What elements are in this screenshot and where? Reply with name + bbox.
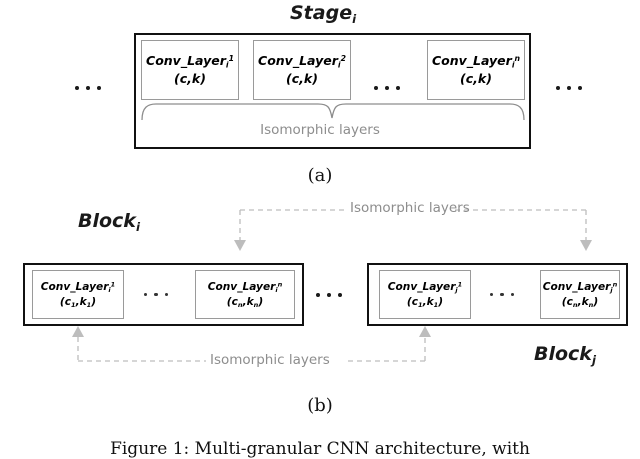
conv-layer-b-in-subscript: i <box>275 285 278 294</box>
block-i-title-subscript: i <box>135 219 140 234</box>
conv-layer-b-j1-base: Conv_Layer <box>387 280 456 293</box>
conv-layer-b-i1-params: (c1,k1) <box>59 295 97 309</box>
conv-layer-b-in-params: (cn,kn) <box>226 295 264 309</box>
panel-a-trailing-dots <box>556 86 582 90</box>
conv-layer-box-an: Conv_Layerin (c,k) <box>427 40 525 100</box>
block-j-title-base: Block <box>534 343 592 365</box>
conv-layer-box-a1: Conv_Layeri1 (c,k) <box>141 40 239 100</box>
conv-layer-an-params: (c,k) <box>460 70 492 86</box>
top-isomorphic-link-label: Isomorphic layers <box>350 200 470 216</box>
conv-layer-b-jn-base: Conv_Layer <box>542 280 611 293</box>
conv-layer-a1-params: (c,k) <box>174 70 206 86</box>
conv-layer-a1-superscript: 1 <box>228 53 234 63</box>
conv-layer-an-superscript: n <box>514 53 521 63</box>
conv-layer-box-b-i1: Conv_Layeri1 (c1,k1) <box>32 270 124 319</box>
conv-layer-an-base: Conv_Layer <box>431 52 512 68</box>
panel-letter-b: (b) <box>0 395 640 416</box>
conv-layer-b-jn-params: (cn,kn) <box>561 295 599 309</box>
isomorphic-layers-text-a: Isomorphic layers <box>260 122 380 138</box>
conv-layer-b-in-superscript: n <box>277 280 283 289</box>
panel-a-leading-dots <box>75 86 101 90</box>
conv-layer-b-i1-subscript: i <box>108 285 111 294</box>
conv-layer-a1-base: Conv_Layer <box>146 52 226 68</box>
conv-layer-b-j1-params: (c1,k1) <box>406 295 444 309</box>
figure-caption-text: Figure 1: Multi-granular CNN architectur… <box>110 439 530 459</box>
conv-layer-box-b-j1: Conv_Layerj1 (c1,k1) <box>379 270 471 319</box>
bottom-isomorphic-link <box>72 326 431 362</box>
block-j-title: Blockj <box>534 343 596 367</box>
conv-layer-box-b-jn: Conv_Layerjn (cn,kn) <box>540 270 620 319</box>
conv-layer-box-b-in: Conv_Layerin (cn,kn) <box>195 270 295 319</box>
panel-letter-a: (a) <box>0 165 640 186</box>
panel-a-inner-dots <box>374 86 400 90</box>
bottom-isomorphic-link-text: Isomorphic layers <box>210 352 330 368</box>
conv-layer-b-jn-superscript: n <box>612 280 618 289</box>
conv-layer-a2-superscript: 2 <box>340 53 346 63</box>
conv-layer-b-in-base: Conv_Layer <box>207 280 276 293</box>
conv-layer-b-i1-base: Conv_Layer <box>40 280 109 293</box>
conv-layer-a1-subscript: i <box>225 60 229 70</box>
figure-caption: Figure 1: Multi-granular CNN architectur… <box>0 439 640 459</box>
conv-layer-an-subscript: i <box>511 60 515 70</box>
panel-letter-a-text: (a) <box>307 165 333 186</box>
block-j-inner-dots <box>490 293 515 297</box>
stage-title-base: Stage <box>290 2 353 24</box>
block-j-title-subscript: j <box>591 352 596 367</box>
top-isomorphic-link-text: Isomorphic layers <box>350 200 470 216</box>
conv-layer-a2-base: Conv_Layer <box>258 52 338 68</box>
isomorphic-layers-label-a: Isomorphic layers <box>0 122 640 138</box>
conv-layer-b-j1-subscript: j <box>455 285 458 294</box>
conv-layer-a2-subscript: i <box>337 60 341 70</box>
block-i-inner-dots <box>144 293 169 297</box>
conv-layer-a2-params: (c,k) <box>286 70 318 86</box>
stage-title-subscript: i <box>352 11 357 26</box>
conv-layer-b-j1-superscript: 1 <box>457 280 463 289</box>
between-blocks-dots <box>316 293 342 297</box>
conv-layer-b-i1-superscript: 1 <box>110 280 116 289</box>
panel-letter-b-text: (b) <box>307 395 333 416</box>
isomorphic-brace <box>141 103 525 121</box>
stage-title: Stagei <box>290 2 356 26</box>
block-i-title: Blocki <box>78 210 140 234</box>
bottom-isomorphic-link-label: Isomorphic layers <box>210 352 330 368</box>
top-isomorphic-link <box>234 209 592 251</box>
block-i-title-base: Block <box>78 210 136 232</box>
conv-layer-b-jn-subscript: j <box>610 285 613 294</box>
conv-layer-box-a2: Conv_Layeri2 (c,k) <box>253 40 351 100</box>
